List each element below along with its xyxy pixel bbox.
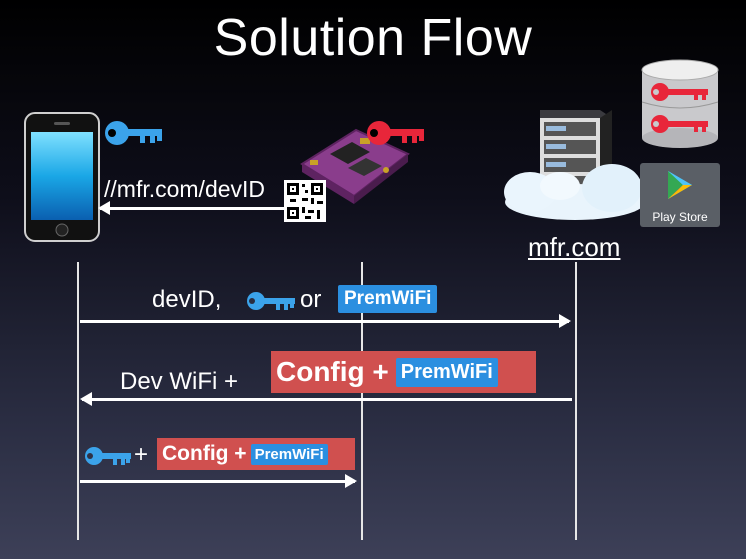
url-arrow [98, 201, 284, 215]
play-store-tile[interactable]: Play Store [640, 163, 720, 227]
server-lifeline [575, 262, 577, 540]
msg1-text-before: devID, [152, 286, 222, 313]
msg2-config-box: Config + PremWiFi [271, 351, 536, 393]
msg2-text: Dev WiFi + [120, 368, 239, 395]
play-store-label: Play Store [652, 210, 708, 224]
dev-board-icon [300, 128, 410, 204]
device-lifeline [361, 262, 363, 540]
msg3-premwifi-badge: PremWiFi [250, 443, 328, 465]
play-store-icon [668, 171, 692, 199]
red-key-icon [367, 121, 424, 145]
page-title: Solution Flow [213, 9, 533, 67]
blue-key-icon [105, 121, 162, 145]
msg3-plus: + [134, 441, 149, 468]
msg1-premwifi-badge: PremWiFi [338, 285, 438, 313]
msg1-text-after: or [300, 286, 322, 313]
server-label[interactable]: mfr.com [528, 232, 621, 262]
server-icon [504, 110, 645, 220]
phone-icon [24, 112, 100, 242]
phone-lifeline [77, 262, 79, 540]
blue-key-icon [247, 292, 295, 310]
msg2-premwifi-badge: PremWiFi [395, 357, 498, 387]
msg3-config-box: Config + PremWiFi [157, 438, 355, 470]
cloud-icon [504, 164, 645, 220]
qr-code-icon [284, 180, 326, 222]
msg1-arrow [80, 314, 571, 328]
msg2-arrow [80, 392, 572, 406]
blue-key-icon [85, 447, 131, 465]
device-url-label: //mfr.com/devID [104, 176, 266, 202]
database-icon [641, 59, 719, 148]
msg3-config-label: Config + [162, 442, 247, 465]
msg3-arrow [80, 474, 357, 488]
msg2-config-label: Config + [276, 356, 389, 387]
